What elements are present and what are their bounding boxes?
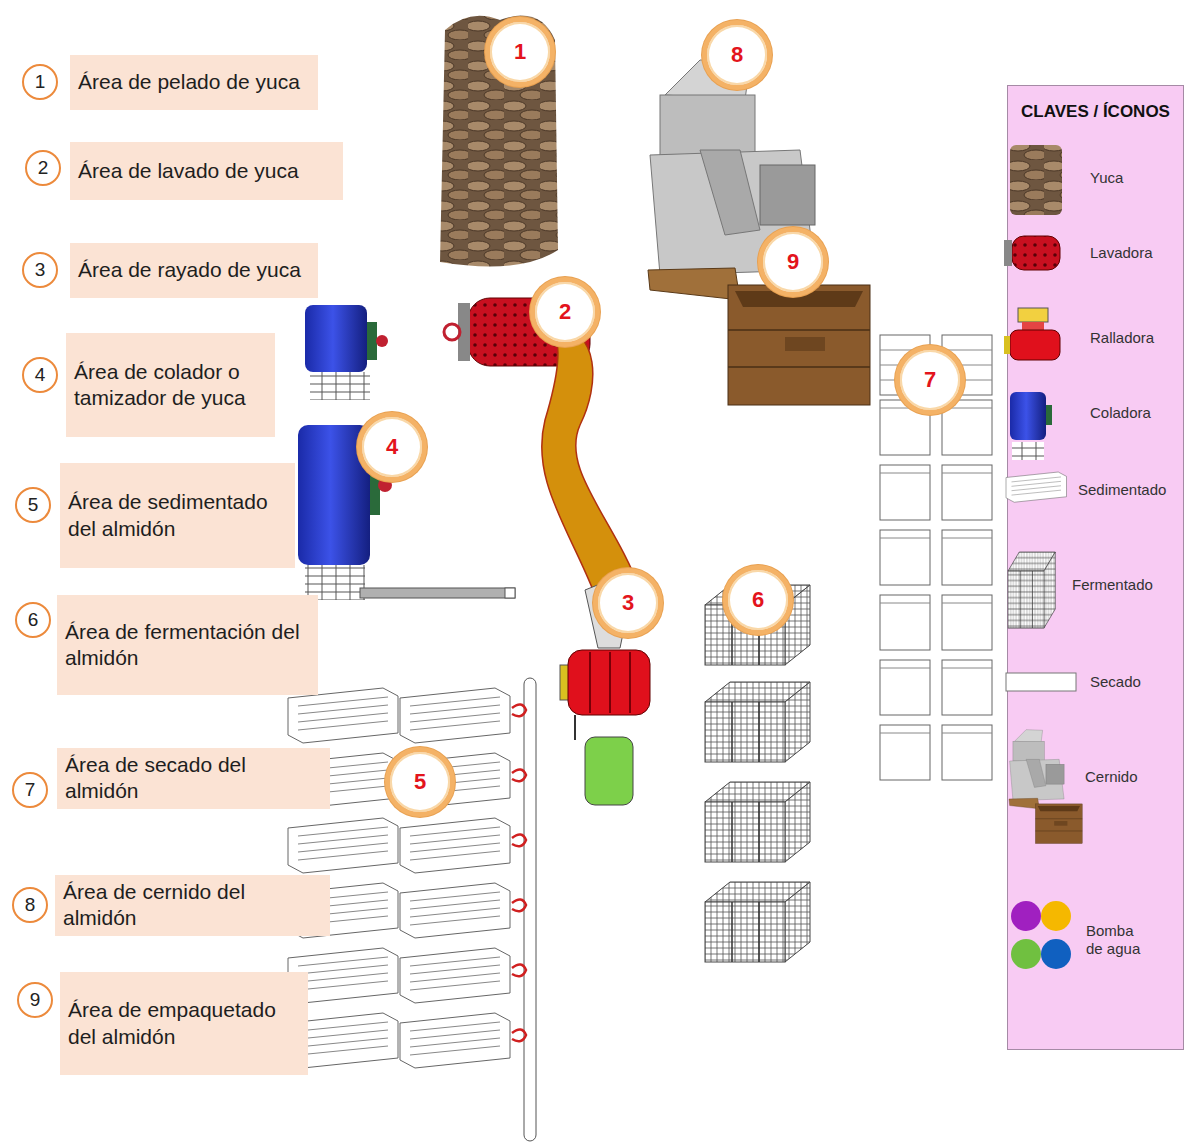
drying-icon [1006, 673, 1076, 691]
callout-number: 6 [15, 602, 51, 638]
callout-number-text: 4 [386, 434, 398, 460]
area-label: Área de cernido del almidón [63, 879, 322, 932]
grater-icon [1004, 308, 1060, 360]
chute [542, 325, 640, 595]
callout-number-text: 2 [38, 157, 49, 179]
settling-icon [1006, 472, 1067, 502]
callout-number: 3 [593, 568, 663, 638]
callout-number-text: 1 [514, 39, 526, 65]
callout-number: 2 [25, 150, 61, 186]
area-label-box: Área de sedimentado del almidón [60, 463, 295, 568]
callout-number-text: 3 [35, 259, 46, 281]
callout-number-text: 9 [787, 249, 799, 275]
strainer-icon [1010, 392, 1052, 460]
callout-number: 9 [758, 227, 828, 297]
area-label-box: Área de lavado de yuca [70, 142, 343, 200]
legend-panel: CLAVES / ÍCONOS [1007, 85, 1184, 1050]
legend-label: Secado [1090, 673, 1141, 691]
area-label: Área de lavado de yuca [78, 158, 299, 184]
legend-label: Sedimentado [1078, 481, 1166, 499]
area-label: Área de fermentación del almidón [65, 619, 310, 672]
cassava-icon [1010, 145, 1062, 215]
callout-number: 3 [22, 252, 58, 288]
area-label-box: Área de cernido del almidón [55, 875, 330, 936]
washer-icon [1004, 236, 1060, 270]
legend-label: Ralladora [1090, 329, 1154, 347]
callout-number-text: 4 [35, 364, 46, 386]
callout-number: 8 [702, 20, 772, 90]
water-pump-icon [1011, 901, 1071, 969]
callout-number-text: 8 [25, 894, 36, 916]
area-label-box: Área de rayado de yuca [70, 243, 318, 298]
callout-number-text: 7 [924, 367, 936, 393]
sifter-icon [1009, 730, 1082, 844]
strainer [298, 305, 515, 600]
callout-number: 7 [895, 345, 965, 415]
legend-title: CLAVES / ÍCONOS [1021, 102, 1170, 122]
drying-trays [880, 335, 992, 780]
callout-number-text: 5 [414, 769, 426, 795]
fermentation-tanks [705, 585, 810, 962]
callout-number: 1 [22, 64, 58, 100]
legend-label: Cernido [1085, 768, 1138, 786]
area-label: Área de pelado de yuca [78, 69, 300, 95]
area-label: Área de secado del almidón [65, 752, 322, 805]
fermentation-icon [1008, 552, 1055, 628]
legend-label: Yuca [1090, 169, 1123, 187]
callout-number-text: 6 [28, 609, 39, 631]
callout-number-text: 9 [30, 989, 41, 1011]
legend-label: Coladora [1090, 404, 1151, 422]
area-label-box: Área de empaquetado del almidón [60, 972, 308, 1075]
area-label-box: Área de fermentación del almidón [57, 595, 318, 695]
callout-number: 7 [12, 772, 48, 808]
area-label-box: Área de colador o tamizador de yuca [66, 333, 275, 437]
callout-number-text: 1 [35, 71, 46, 93]
legend-label: Fermentado [1072, 576, 1153, 594]
callout-number: 1 [485, 17, 555, 87]
cassava-pile [440, 16, 558, 267]
callout-number: 5 [385, 747, 455, 817]
area-label: Área de empaquetado del almidón [68, 997, 300, 1050]
callout-number: 9 [17, 982, 53, 1018]
area-label-box: Área de secado del almidón [57, 748, 330, 809]
area-label: Área de colador o tamizador de yuca [74, 359, 267, 412]
sifter-and-packing-box [648, 60, 870, 405]
callout-number-text: 3 [622, 590, 634, 616]
callout-number: 8 [12, 887, 48, 923]
callout-number-text: 8 [731, 42, 743, 68]
callout-number: 5 [15, 487, 51, 523]
callout-number: 4 [22, 357, 58, 393]
callout-number: 2 [530, 277, 600, 347]
callout-number: 6 [723, 565, 793, 635]
area-label: Área de rayado de yuca [78, 257, 301, 283]
area-label: Área de sedimentado del almidón [68, 489, 287, 542]
callout-number-text: 5 [28, 494, 39, 516]
callout-number: 4 [357, 412, 427, 482]
legend-label: Bomba de agua [1086, 922, 1148, 958]
callout-number-text: 6 [752, 587, 764, 613]
callout-number-text: 2 [559, 299, 571, 325]
area-label-box: Área de pelado de yuca [70, 55, 318, 110]
callout-number-text: 7 [25, 779, 36, 801]
legend-label: Lavadora [1090, 244, 1153, 262]
